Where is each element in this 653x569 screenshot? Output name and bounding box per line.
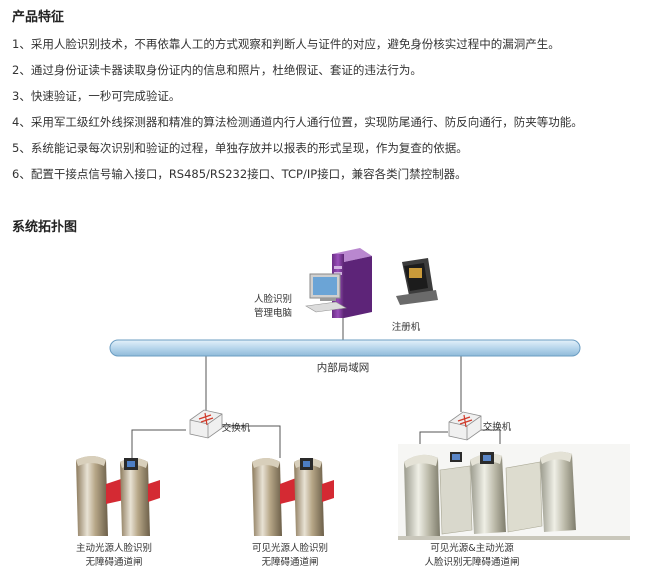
lan-label: 内部局域网 bbox=[317, 361, 370, 374]
feature-item-2: 2、通过身份证读卡器读取身份证内的信息和照片，杜绝假证、套证的违法行为。 bbox=[12, 63, 422, 77]
product-features-title: 产品特征 bbox=[12, 10, 65, 25]
gate-3-label-line2: 人脸识别无障碍通道闸 bbox=[424, 556, 519, 568]
gate-3-label-line1: 可见光源&主动光源 bbox=[430, 542, 514, 554]
feature-item-5: 5、系统能记录每次识别和验证的过程，单独存放并以报表的形式呈现，作为复查的依据。 bbox=[12, 141, 468, 155]
lan-bar bbox=[109, 339, 581, 357]
feature-item-6: 6、配置干接点信号输入接口，RS485/RS232接口、TCP/IP接口，兼容各… bbox=[12, 167, 467, 181]
register-label: 注册机 bbox=[392, 321, 421, 333]
gate-2-label-line1: 可见光源人脸识别 bbox=[252, 542, 328, 554]
computer-label-line2: 管理电脑 bbox=[254, 307, 292, 319]
gate-1-label-line2: 无障碍通道闸 bbox=[85, 556, 142, 568]
gate-2-icon bbox=[252, 458, 334, 536]
gate-1-icon bbox=[76, 456, 160, 536]
switch-left-label: 交换机 bbox=[222, 422, 251, 434]
switch-left-icon bbox=[189, 409, 223, 439]
switch-right-icon bbox=[448, 411, 482, 441]
feature-item-4: 4、采用军工级红外线探测器和精准的算法检测通道内行人通行位置，实现防尾通行、防反… bbox=[12, 115, 583, 129]
feature-item-1: 1、采用人脸识别技术，不再依靠人工的方式观察和判断人与证件的对应，避免身份核实过… bbox=[12, 37, 560, 51]
gate-1-label-line1: 主动光源人脸识别 bbox=[76, 542, 152, 554]
switch-right-label: 交换机 bbox=[483, 421, 512, 433]
gate-2-label-line2: 无障碍通道闸 bbox=[261, 556, 318, 568]
gate-3-icon bbox=[398, 444, 630, 540]
register-machine-icon bbox=[396, 258, 438, 305]
computer-label-line1: 人脸识别 bbox=[254, 293, 292, 305]
computer-icon bbox=[305, 248, 372, 318]
feature-item-3: 3、快速验证，一秒可完成验证。 bbox=[12, 89, 181, 103]
connection-lines bbox=[131, 306, 501, 458]
topology-title: 系统拓扑图 bbox=[12, 220, 78, 235]
